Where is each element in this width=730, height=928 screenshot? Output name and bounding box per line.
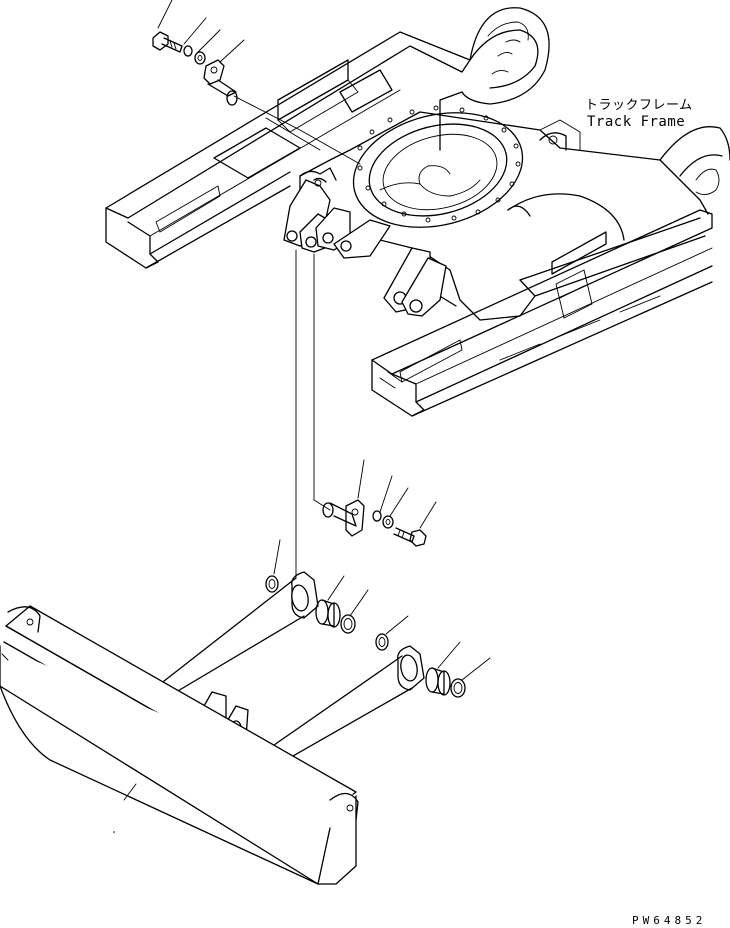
shim-right-inner xyxy=(450,678,466,698)
drawing-number: PW64852 xyxy=(632,914,707,927)
dozer-blade xyxy=(0,605,359,885)
track-frame xyxy=(105,7,730,417)
upper-pin-centerline xyxy=(233,95,361,165)
blade-arm-left xyxy=(149,571,319,705)
left-bushing-group xyxy=(265,575,356,634)
middle-pin-group xyxy=(322,499,427,547)
track-frame-left-rail xyxy=(105,31,471,269)
bolt-top xyxy=(152,31,183,53)
slewing-ring-bolt-holes xyxy=(357,105,521,223)
blade-arm-right xyxy=(263,645,425,769)
track-frame-right-idler xyxy=(659,126,730,195)
pin-with-plate-top xyxy=(203,59,238,106)
washer-top xyxy=(194,51,206,65)
track-frame-right-rail xyxy=(371,209,713,417)
leader-lines-lower xyxy=(113,539,491,833)
bolt-middle xyxy=(393,527,427,547)
track-frame-label-en: Track Frame xyxy=(587,114,686,130)
shim-left-outer xyxy=(265,575,279,593)
washer-middle xyxy=(382,515,394,529)
track-frame-center-body xyxy=(299,111,709,321)
lock-washer-middle xyxy=(372,510,382,522)
bushing-left xyxy=(315,599,341,628)
leader-lines-middle xyxy=(357,459,437,529)
shim-left-inner xyxy=(340,614,356,634)
right-bushing-group xyxy=(375,633,466,698)
upper-pin-group xyxy=(152,31,361,165)
track-frame-label-jp: トラックフレーム xyxy=(585,98,693,113)
bushing-right xyxy=(425,667,451,696)
lock-washer-top xyxy=(183,45,193,57)
track-frame-idler-housing xyxy=(439,7,550,151)
leader-lines-top xyxy=(157,0,245,63)
slewing-ring xyxy=(352,105,524,228)
pin-with-plate-middle xyxy=(322,499,365,537)
assembly-centerlines xyxy=(295,249,331,579)
shim-right-outer xyxy=(375,633,389,651)
blade-assembly xyxy=(0,571,425,885)
track-frame-blade-brackets xyxy=(283,167,447,317)
